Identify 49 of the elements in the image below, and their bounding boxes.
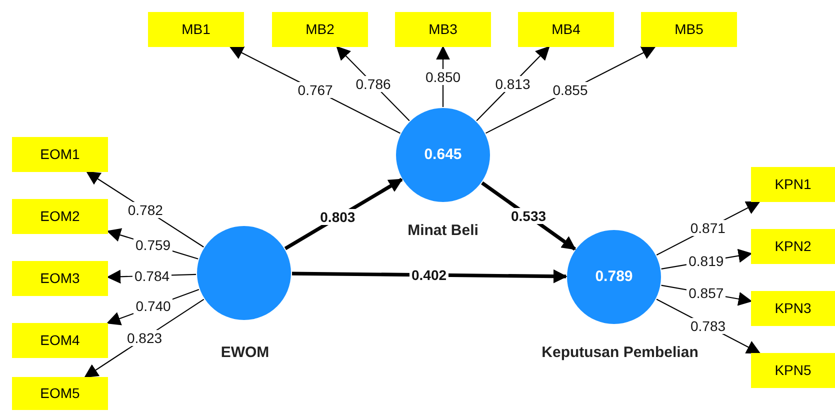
indicator-label: EOM2 <box>40 207 80 226</box>
edge-label: 0.857 <box>686 285 726 302</box>
edge-label: 0.819 <box>686 253 726 270</box>
edge-label: 0.786 <box>354 76 393 92</box>
indicator-box <box>12 261 108 296</box>
edge-label: 0.855 <box>550 82 590 98</box>
indicator-label: MB4 <box>552 20 580 39</box>
edge-label: 0.803 <box>318 209 358 226</box>
construct-name: Keputusan Pembelian <box>542 343 698 363</box>
construct-name: Minat Beli <box>408 221 478 241</box>
indicator-box <box>12 199 108 234</box>
edge-label: 0.823 <box>125 330 164 346</box>
indicator-label: EOM4 <box>40 331 80 350</box>
indicator-label: KPN3 <box>774 299 812 318</box>
indicator-box <box>751 291 835 326</box>
indicator-box <box>751 229 835 264</box>
edge-label: 0.533 <box>508 208 548 224</box>
indicator-box <box>751 167 835 202</box>
indicator-box <box>641 12 737 47</box>
indicator-label: EOM3 <box>40 269 80 288</box>
edge-label: 0.759 <box>134 237 173 254</box>
indicator-label: MB5 <box>674 20 704 39</box>
indicator-box <box>395 12 491 47</box>
indicator-label: MB3 <box>428 20 458 39</box>
indicator-box <box>148 12 244 47</box>
r-squared-value: 0.645 <box>424 144 462 165</box>
indicator-label: KPN1 <box>774 175 812 194</box>
indicator-box <box>518 12 614 47</box>
indicator-label: KPN5 <box>774 361 812 380</box>
indicator-label: MB1 <box>182 20 210 39</box>
edge-label: 0.850 <box>423 69 463 85</box>
edge-label: 0.783 <box>688 318 728 334</box>
indicator-box <box>12 323 108 358</box>
indicator-box <box>272 12 368 47</box>
indicator-label: EOM1 <box>40 145 80 164</box>
indicator-box <box>12 377 108 410</box>
edge-label: 0.782 <box>126 202 165 218</box>
r-squared-value: 0.789 <box>595 266 633 287</box>
edge-label: 0.767 <box>296 82 335 98</box>
construct-name: EWOM <box>220 343 270 363</box>
indicator-label: EOM5 <box>40 384 80 403</box>
edge-label: 0.402 <box>409 267 449 283</box>
edge-label: 0.813 <box>493 76 532 92</box>
indicator-label: KPN2 <box>774 237 812 256</box>
edge-label: 0.871 <box>688 220 728 236</box>
indicator-box <box>751 353 835 388</box>
indicator-label: MB2 <box>306 20 334 39</box>
edge-label: 0.740 <box>134 298 173 314</box>
indicator-box <box>12 137 108 172</box>
